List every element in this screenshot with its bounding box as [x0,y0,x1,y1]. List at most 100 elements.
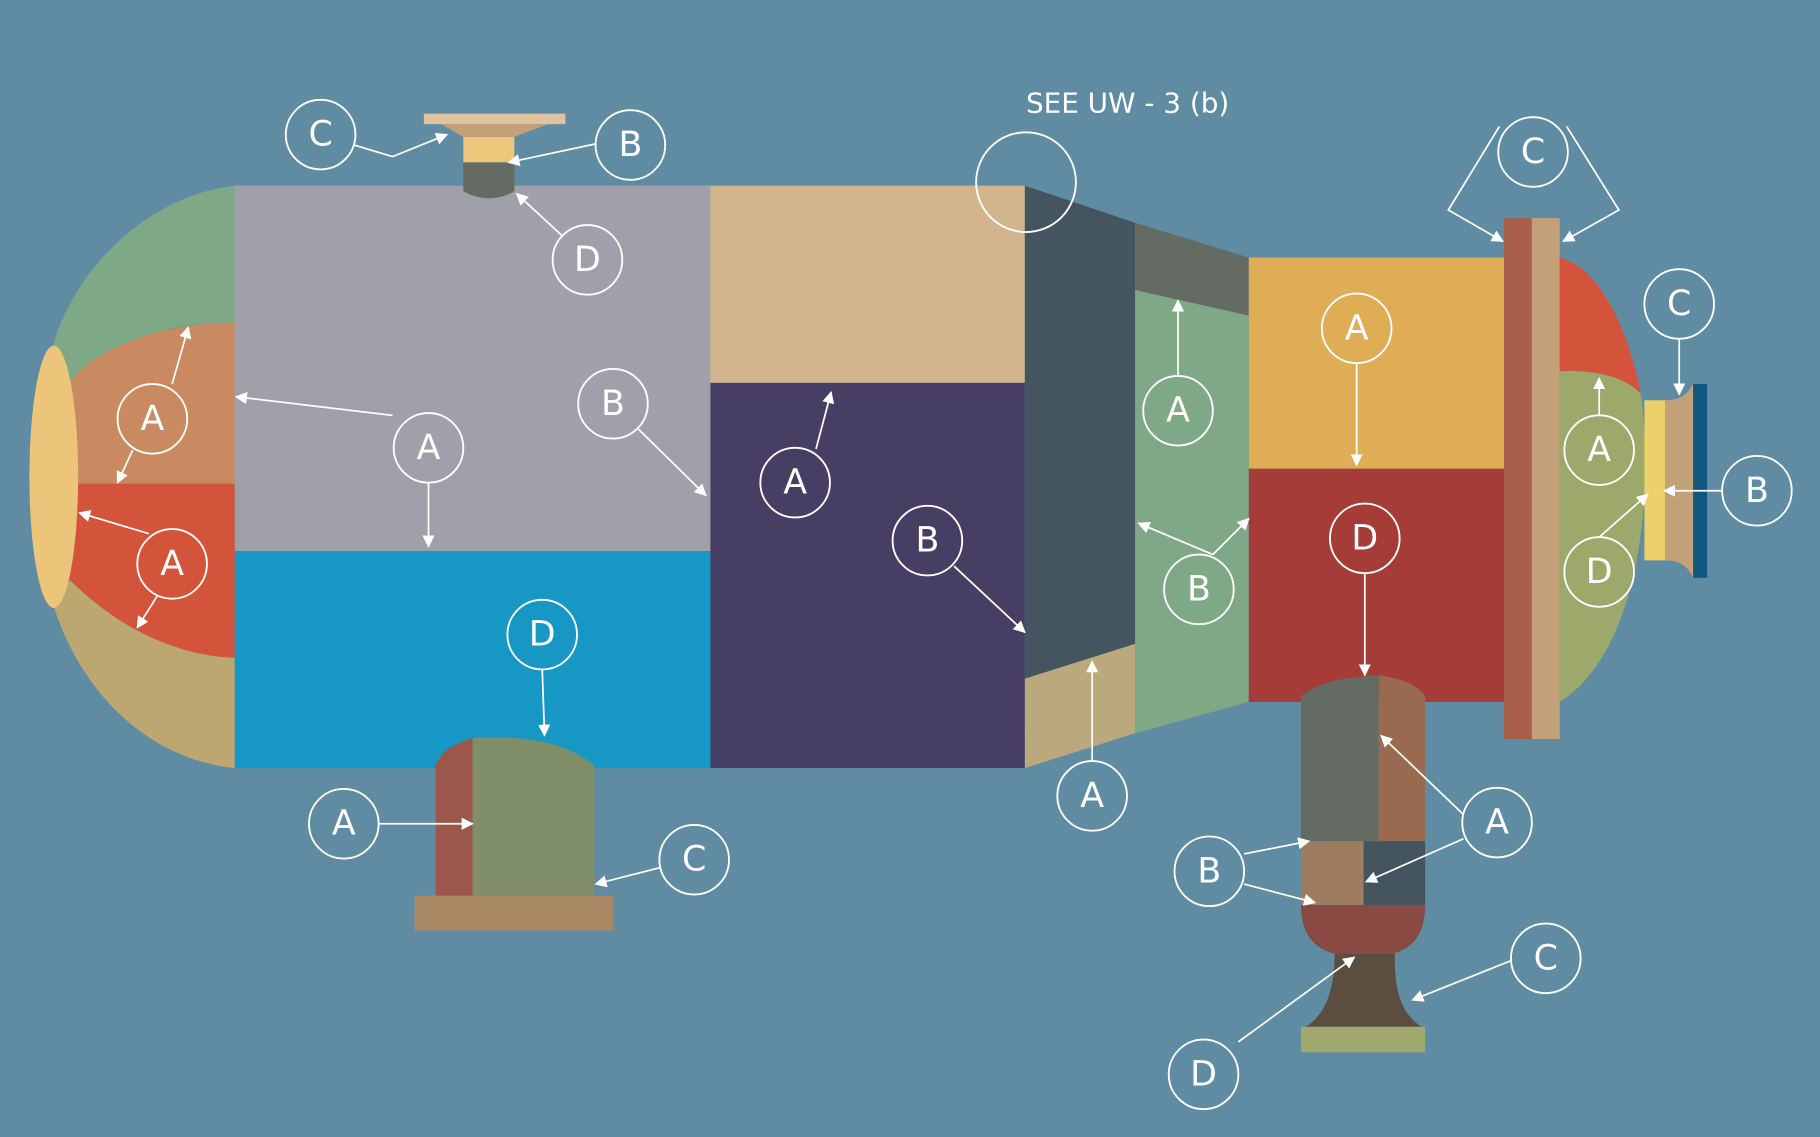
leader-arrow [538,669,551,737]
leader-arrow [171,326,192,385]
leader-arrow [78,510,150,535]
leader-arrow [594,866,660,888]
callout-b: B [891,504,964,577]
bottom-nozzle-right-graygreen [1300,675,1379,842]
svg-text:B: B [601,384,625,424]
svg-text:D: D [574,240,601,280]
callout-a: A [1320,292,1393,365]
callout-b: B [594,109,667,181]
svg-text:D: D [529,615,556,655]
callout-c: C [284,98,357,171]
callout-d: D [1167,1038,1240,1111]
callout-c: C [658,823,730,896]
leader-arrow [136,595,158,629]
top-nozzle-neck [463,162,515,199]
callout-a: A [1563,414,1635,486]
right-nozzle-flange [1693,384,1708,578]
shell-tan [710,185,1025,383]
cone-dark [1024,185,1136,679]
flange-left [1504,218,1532,740]
top-nozzle-hub [441,124,549,137]
cone-green [1135,290,1249,734]
callout-b: B [1163,553,1235,626]
left-head-red [70,483,235,658]
leader-arrow [1137,521,1214,556]
left-head-orange [70,322,235,484]
leader-arrow [637,428,707,497]
svg-text:C: C [1667,284,1691,324]
leader-arrow [515,192,563,237]
callout-a: A [1056,760,1128,832]
callout-b: B [577,368,649,440]
svg-text:D: D [1190,1054,1217,1094]
svg-text:A: A [1485,803,1509,843]
callout-a: A [1142,374,1214,447]
svg-text:A: A [1080,776,1104,816]
bottom-nozzle-right-bowl [1300,904,1426,954]
svg-text:C: C [308,115,332,155]
leader-arrow [1562,126,1621,243]
callout-a: A [1461,786,1533,859]
bottom-nozzle-right-base [1300,1026,1426,1053]
shell-blue [234,551,711,769]
top-nozzle-flange [423,113,566,125]
leader-arrow [1598,493,1649,538]
leader-arrow [1380,734,1465,816]
svg-text:C: C [1534,938,1558,978]
callout-d: D [506,598,578,671]
callout-c: C [1497,116,1569,188]
svg-text:D: D [1351,518,1378,558]
leader-arrow [1212,517,1250,556]
svg-text:D: D [1586,552,1613,592]
see-uw-3b-note: SEE UW - 3 (b) [1026,87,1229,120]
cone-tan [1024,643,1136,769]
callout-a: A [759,446,831,519]
shell-gray [234,185,711,552]
leader-lines [78,126,1723,1043]
bottom-nozzle-right-neck [1305,953,1422,1027]
leader-arrow [1364,838,1464,883]
leader-arrow [234,392,393,417]
callout-d: D [1563,536,1635,608]
leader-arrow [507,143,596,167]
leader-arrow [1447,126,1504,243]
callout-d: D [551,224,624,296]
svg-text:B: B [915,521,939,561]
callout-d: D [1329,502,1401,575]
svg-text:A: A [1345,308,1369,348]
bottom-nozzle-right-tan [1300,841,1364,905]
bottom-nozzle-left-base [414,895,613,931]
bottom-nozzle-left-green [472,737,595,896]
svg-text:A: A [1166,391,1190,431]
shell-red [1248,468,1505,702]
left-head-tan [52,580,235,769]
bottom-nozzle-left-red [435,737,473,896]
shell-purple [710,382,1025,769]
leader-arrow [1411,959,1512,1002]
leader-arrow [1243,837,1311,855]
svg-text:B: B [1745,471,1769,511]
svg-text:B: B [1187,569,1211,609]
callout-b: B [1173,835,1246,908]
detail-circle [975,131,1077,233]
callout-c: C [1510,922,1582,995]
left-head-green [52,185,235,383]
svg-text:B: B [618,125,642,165]
vessel-body [29,113,1708,1053]
leader-arrow [953,565,1026,634]
svg-text:A: A [332,804,356,844]
cone-graygreen [1135,222,1249,316]
callout-a: A [308,788,380,860]
leader-arrow [815,390,835,450]
svg-text:C: C [1521,132,1545,172]
left-head-cap [29,345,79,608]
callout-c: C [1643,268,1715,340]
svg-text:A: A [160,544,184,584]
svg-text:C: C [682,840,706,880]
right-nozzle-neck [1665,384,1694,578]
svg-text:A: A [1587,430,1611,470]
svg-text:B: B [1197,851,1221,891]
leader-arrow [116,449,134,484]
